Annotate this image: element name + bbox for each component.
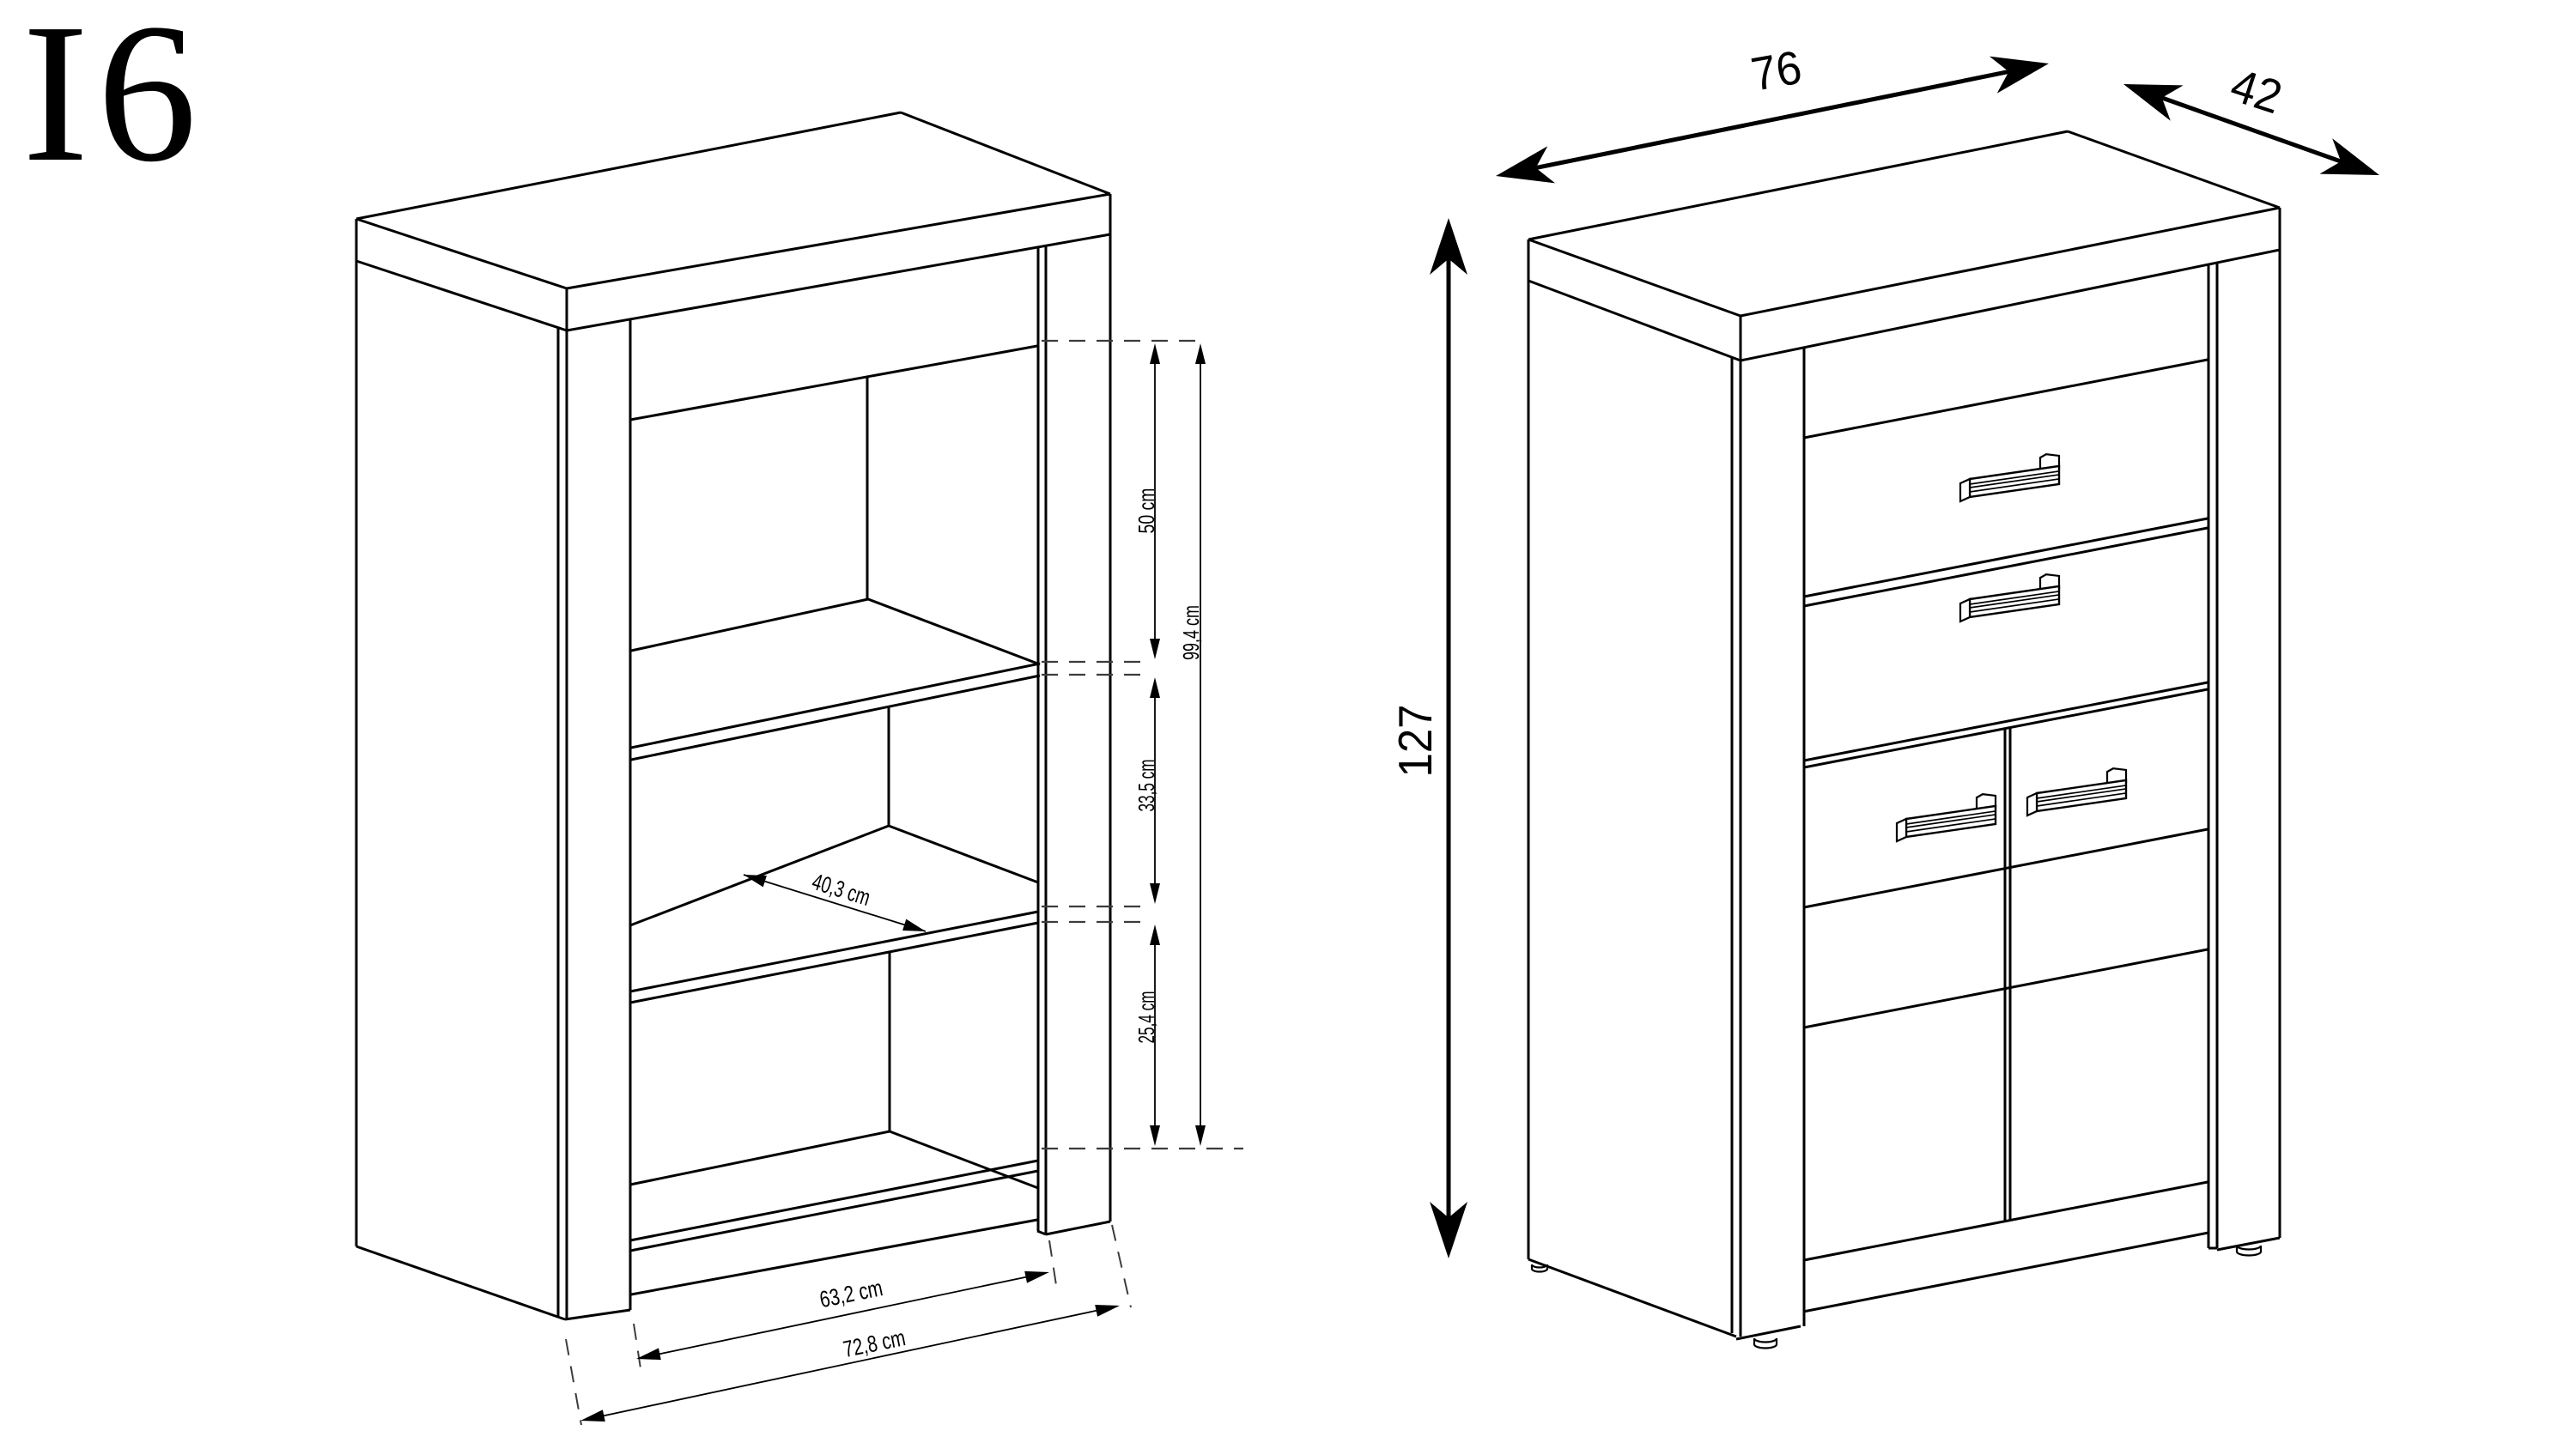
svg-text:50 cm: 50 cm [1133,488,1159,534]
svg-text:76: 76 [1747,40,1806,101]
svg-text:I6: I6 [22,0,205,203]
svg-text:25,4 cm: 25,4 cm [1133,991,1159,1044]
svg-text:127: 127 [1388,705,1442,778]
svg-text:99,4 cm: 99,4 cm [1178,605,1204,660]
svg-text:33,5 cm: 33,5 cm [1133,760,1159,812]
